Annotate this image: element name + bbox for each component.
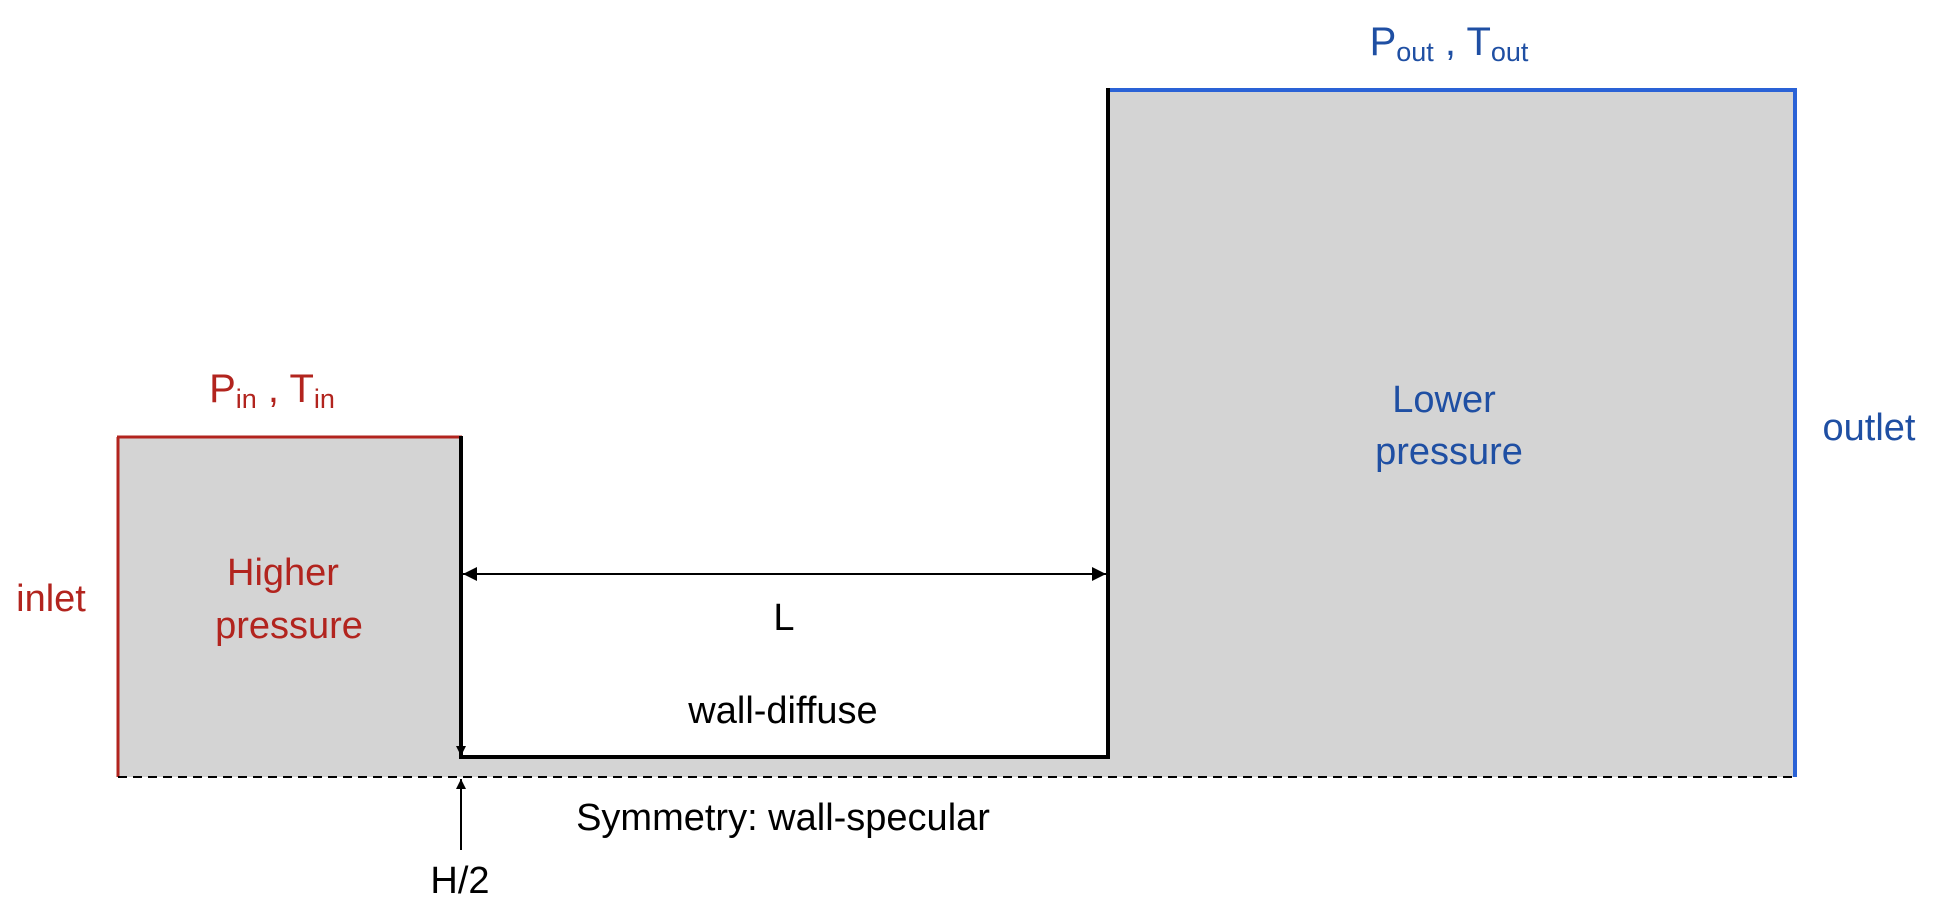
length-label: L	[773, 597, 794, 639]
inlet-conditions-label: Pin , Tin	[209, 367, 335, 414]
inlet-reservoir-region	[118, 437, 461, 777]
lower-pressure-label-line1: Lower	[1392, 379, 1496, 421]
inlet-side-label: inlet	[16, 578, 86, 620]
half-height-label: H/2	[430, 860, 489, 902]
outlet-side-label: outlet	[1823, 407, 1916, 449]
higher-pressure-label-line1: Higher	[227, 552, 339, 594]
inlet-pressure-subscript: in	[236, 384, 257, 414]
inlet-separator: ,	[268, 367, 279, 411]
symmetry-label: Symmetry: wall-specular	[576, 797, 990, 839]
outlet-temperature-subscript: out	[1491, 37, 1529, 67]
lower-pressure-label-line2: pressure	[1375, 431, 1523, 473]
inlet-pressure-symbol: P	[209, 367, 236, 411]
wall-diffuse-label: wall-diffuse	[687, 690, 877, 732]
channel-gap-region	[461, 757, 1108, 777]
outlet-pressure-symbol: P	[1370, 20, 1397, 64]
inlet-boundary	[116, 435, 462, 777]
inlet-temperature-subscript: in	[314, 384, 335, 414]
outlet-reservoir-region	[1108, 90, 1795, 777]
outlet-separator: ,	[1445, 20, 1456, 64]
fluid-regions	[118, 90, 1795, 777]
diffuse-walls	[459, 88, 1110, 759]
outlet-pressure-subscript: out	[1396, 37, 1434, 67]
outlet-boundary	[1108, 88, 1797, 777]
inlet-temperature-symbol: T	[289, 367, 313, 411]
outlet-temperature-symbol: T	[1466, 20, 1490, 64]
outlet-conditions-label: Pout , Tout	[1370, 20, 1529, 67]
higher-pressure-label-line2: pressure	[215, 605, 363, 647]
